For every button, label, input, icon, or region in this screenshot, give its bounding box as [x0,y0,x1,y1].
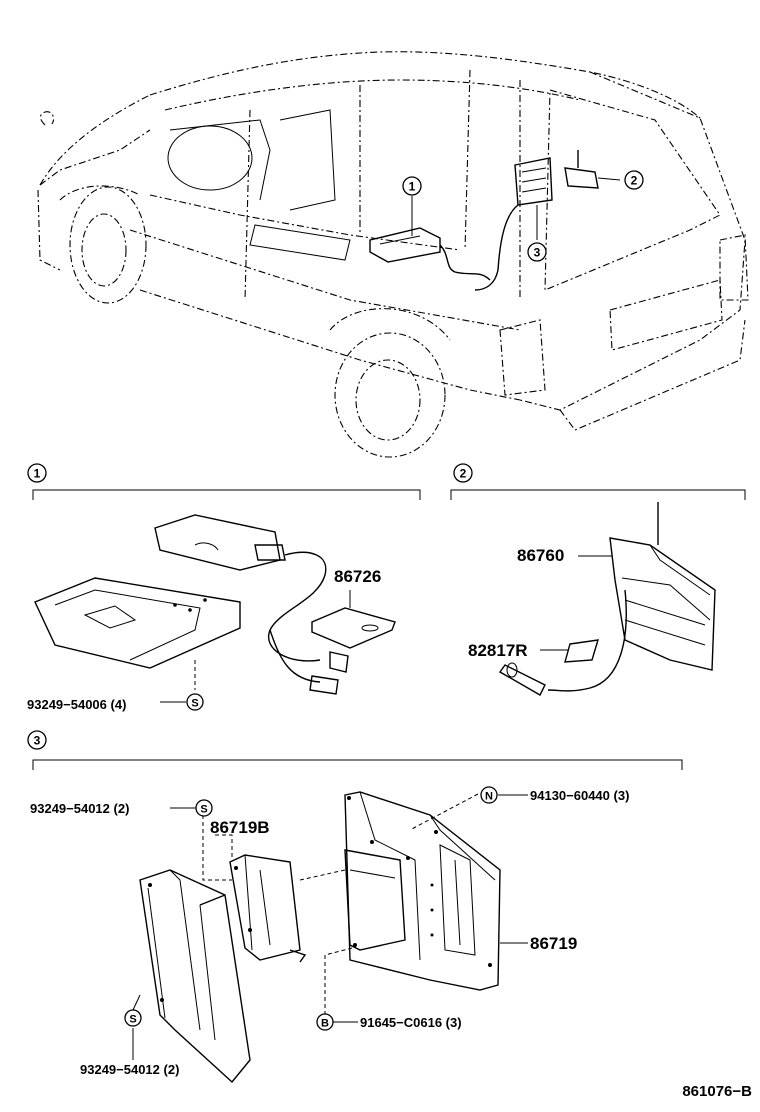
label-86726: 86726 [334,567,381,586]
symbol-s-bottom: S [124,1009,142,1027]
svg-text:S: S [200,804,207,816]
symbol-n: N [480,786,498,804]
symbol-s-section1: S [186,693,204,711]
label-82817R: 82817R [468,641,528,660]
section-3: 3 [27,730,683,1084]
section-1: 1 [27,463,421,703]
svg-text:1: 1 [409,180,416,194]
symbol-s-top: S [195,799,213,817]
label-86719: 86719 [530,934,577,953]
section-3-marker: 3 [34,734,41,748]
label-93249-54006: 93249−54006 (4) [27,697,126,712]
callout-1: 1 [402,176,422,196]
diagram-code: 861076−B [682,1083,752,1100]
callout-2: 2 [624,170,644,190]
svg-text:N: N [485,791,493,803]
label-91645-C0616: 91645−C0616 (3) [360,1015,462,1030]
vehicle-illustration [37,51,749,458]
svg-text:S: S [191,698,198,710]
svg-text:B: B [321,1018,329,1030]
section-1-marker: 1 [34,467,41,481]
label-93249-54012-top: 93249−54012 (2) [30,801,129,816]
section-2-marker: 2 [460,467,467,481]
label-93249-54012-bottom: 93249−54012 (2) [80,1062,179,1077]
callout-3: 3 [527,242,547,262]
label-94130-60440: 94130−60440 (3) [530,788,629,803]
label-86760: 86760 [517,546,564,565]
section-2: 2 [450,463,746,696]
svg-text:S: S [129,1014,136,1026]
svg-text:3: 3 [534,246,541,260]
svg-text:2: 2 [631,174,638,188]
symbol-b: B [316,1013,334,1031]
label-86719B: 86719B [210,818,270,837]
